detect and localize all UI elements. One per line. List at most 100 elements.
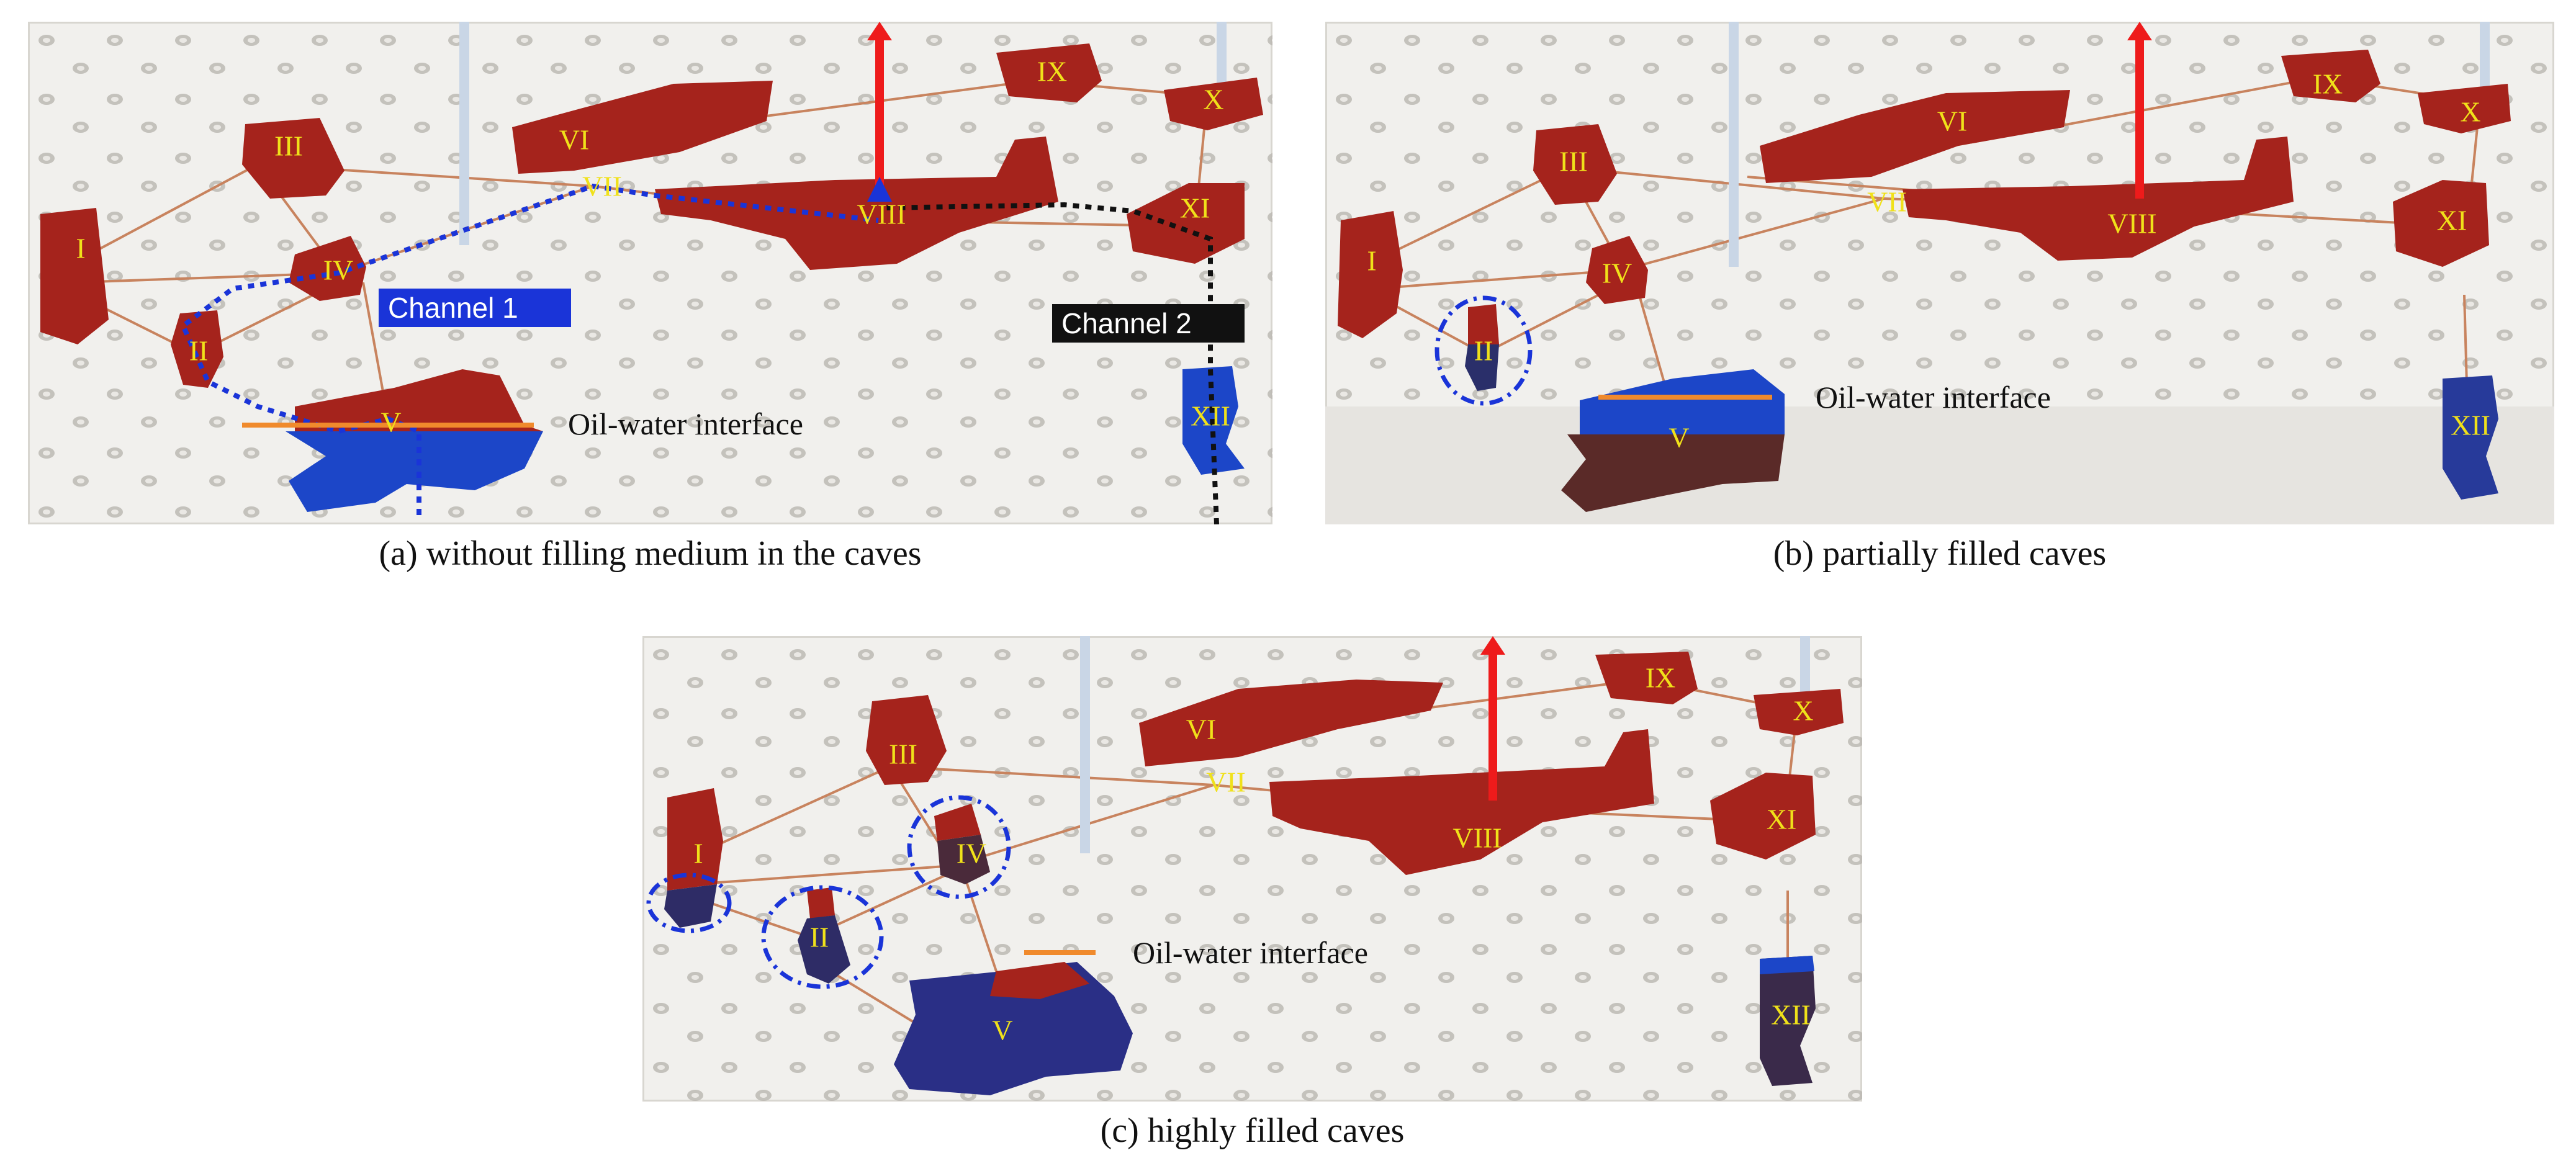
highlight-circle-cave-IV <box>907 795 1011 899</box>
cave-label: VIII <box>857 199 906 230</box>
channel-2-path <box>884 202 1219 524</box>
caption-b: (b) partially filled caves <box>1773 534 2107 573</box>
cave-IX <box>2281 50 2380 102</box>
cave-label: IV <box>957 838 987 869</box>
cave-label: II <box>189 335 209 367</box>
cave-label: VII <box>1206 766 1246 798</box>
cave-X <box>1754 689 1844 735</box>
cave-label: VI <box>559 124 590 156</box>
cave-label: VI <box>1937 105 1968 137</box>
cave-I <box>667 788 723 891</box>
cave-XI <box>2393 180 2489 267</box>
cave-VIII <box>655 137 1058 270</box>
cave-VI <box>1760 90 2070 183</box>
injection-arrow-icon <box>867 22 892 202</box>
cave-I <box>40 208 109 344</box>
cave-label: V <box>992 1015 1012 1046</box>
interface-label: Oil-water interface <box>568 406 803 441</box>
well-tube-icon <box>459 22 469 245</box>
cave-label: XI <box>1180 192 1210 224</box>
cave-label: IX <box>1037 56 1068 88</box>
panel-c: Oil-water interface I II III IV V VI VII… <box>642 636 1862 1102</box>
cave-XII-top <box>1760 956 1814 974</box>
cave-IV <box>934 804 981 841</box>
cave-X <box>1164 78 1263 130</box>
cave-I <box>1338 211 1403 338</box>
cave-III <box>866 695 947 785</box>
channel-1-label-bg <box>379 289 571 327</box>
cave-V-water <box>894 962 1133 1095</box>
well-tube-icon <box>1729 22 1739 267</box>
cave-label: XII <box>1771 999 1811 1031</box>
cave-V-water <box>286 431 543 512</box>
cave-label: II <box>1474 335 1493 367</box>
cave-label: IV <box>323 254 354 286</box>
cave-label: X <box>2460 96 2480 128</box>
cave-I-water <box>664 884 717 928</box>
cave-II-water <box>798 915 850 984</box>
cave-label: IV <box>1602 258 1633 289</box>
channel-2-label-bg <box>1052 304 1245 343</box>
oil-caves <box>667 652 1844 918</box>
cave-III <box>1533 124 1617 205</box>
well-tube-icon <box>1217 22 1227 84</box>
panel-c-diagram: Oil-water interface I II III IV V VI VII… <box>642 636 1862 1102</box>
cave-VI <box>1139 680 1443 766</box>
oil-caves <box>40 43 1263 388</box>
cave-label: II <box>810 922 829 953</box>
cave-label: IX <box>2313 68 2343 100</box>
cave-label: XII <box>2451 410 2490 441</box>
cave-II <box>1468 304 1499 344</box>
cave-label: I <box>1367 245 1376 277</box>
cave-label: X <box>1793 695 1813 727</box>
panel-b: Oil-water interface I II III IV V VI VII… <box>1325 22 2554 524</box>
cave-IV <box>289 236 366 301</box>
panel-a-diagram: Oil-water interface Channel 1 Channel 2 … <box>28 22 1272 524</box>
panel-a: Oil-water interface Channel 1 Channel 2 … <box>28 22 1272 524</box>
cave-XI <box>1127 183 1245 264</box>
cave-VIII <box>1903 137 2294 261</box>
highlight-circle-cave-II <box>761 885 884 989</box>
cave-V-mixed <box>1561 434 1785 512</box>
cave-label: V <box>381 406 401 438</box>
cave-V-oil-top <box>990 962 1089 999</box>
cave-label: I <box>76 233 85 264</box>
cave-XII-water <box>1760 956 1816 1086</box>
cave-XII-water <box>2443 375 2498 500</box>
injection-arrow-icon <box>1480 636 1505 801</box>
cave-II <box>807 887 835 918</box>
cave-label: IX <box>1646 662 1676 694</box>
cave-II-water <box>1465 344 1499 391</box>
cave-VIII <box>1269 729 1654 875</box>
cave-label: III <box>274 130 303 162</box>
cave-label: XI <box>2437 205 2467 236</box>
cave-label: X <box>1203 84 1223 115</box>
cave-V-oil <box>1580 369 1785 434</box>
interface-label: Oil-water interface <box>1133 935 1368 970</box>
channel-2-label: Channel 2 <box>1061 307 1192 339</box>
cave-label: V <box>1669 422 1689 454</box>
oil-caves <box>1338 50 2511 344</box>
panel-b-diagram: Oil-water interface I II III IV V VI VII… <box>1325 22 2554 524</box>
cave-IX <box>1595 652 1698 704</box>
cave-III <box>242 118 345 199</box>
cave-label: I <box>693 838 703 869</box>
cave-label: VII <box>1867 186 1907 218</box>
cave-X <box>2418 84 2511 133</box>
well-tube-icon <box>2480 22 2490 90</box>
well-tube-icon <box>1800 636 1810 695</box>
cave-IV-water <box>937 835 990 884</box>
well-tube-icon <box>1080 636 1090 853</box>
cave-label: XI <box>1767 804 1797 835</box>
cave-label: III <box>889 738 917 770</box>
cave-label: VII <box>582 171 622 202</box>
cave-VI <box>512 81 773 174</box>
cave-label: VI <box>1186 714 1217 745</box>
cave-IX <box>996 43 1102 102</box>
caption-c: (c) highly filled caves <box>1100 1111 1405 1150</box>
injection-arrow-icon <box>2127 22 2152 199</box>
highlight-circle-cave-I <box>646 873 732 933</box>
cave-label: III <box>1559 146 1588 177</box>
cave-label: VIII <box>1452 822 1502 854</box>
channel-1-path <box>180 183 879 515</box>
